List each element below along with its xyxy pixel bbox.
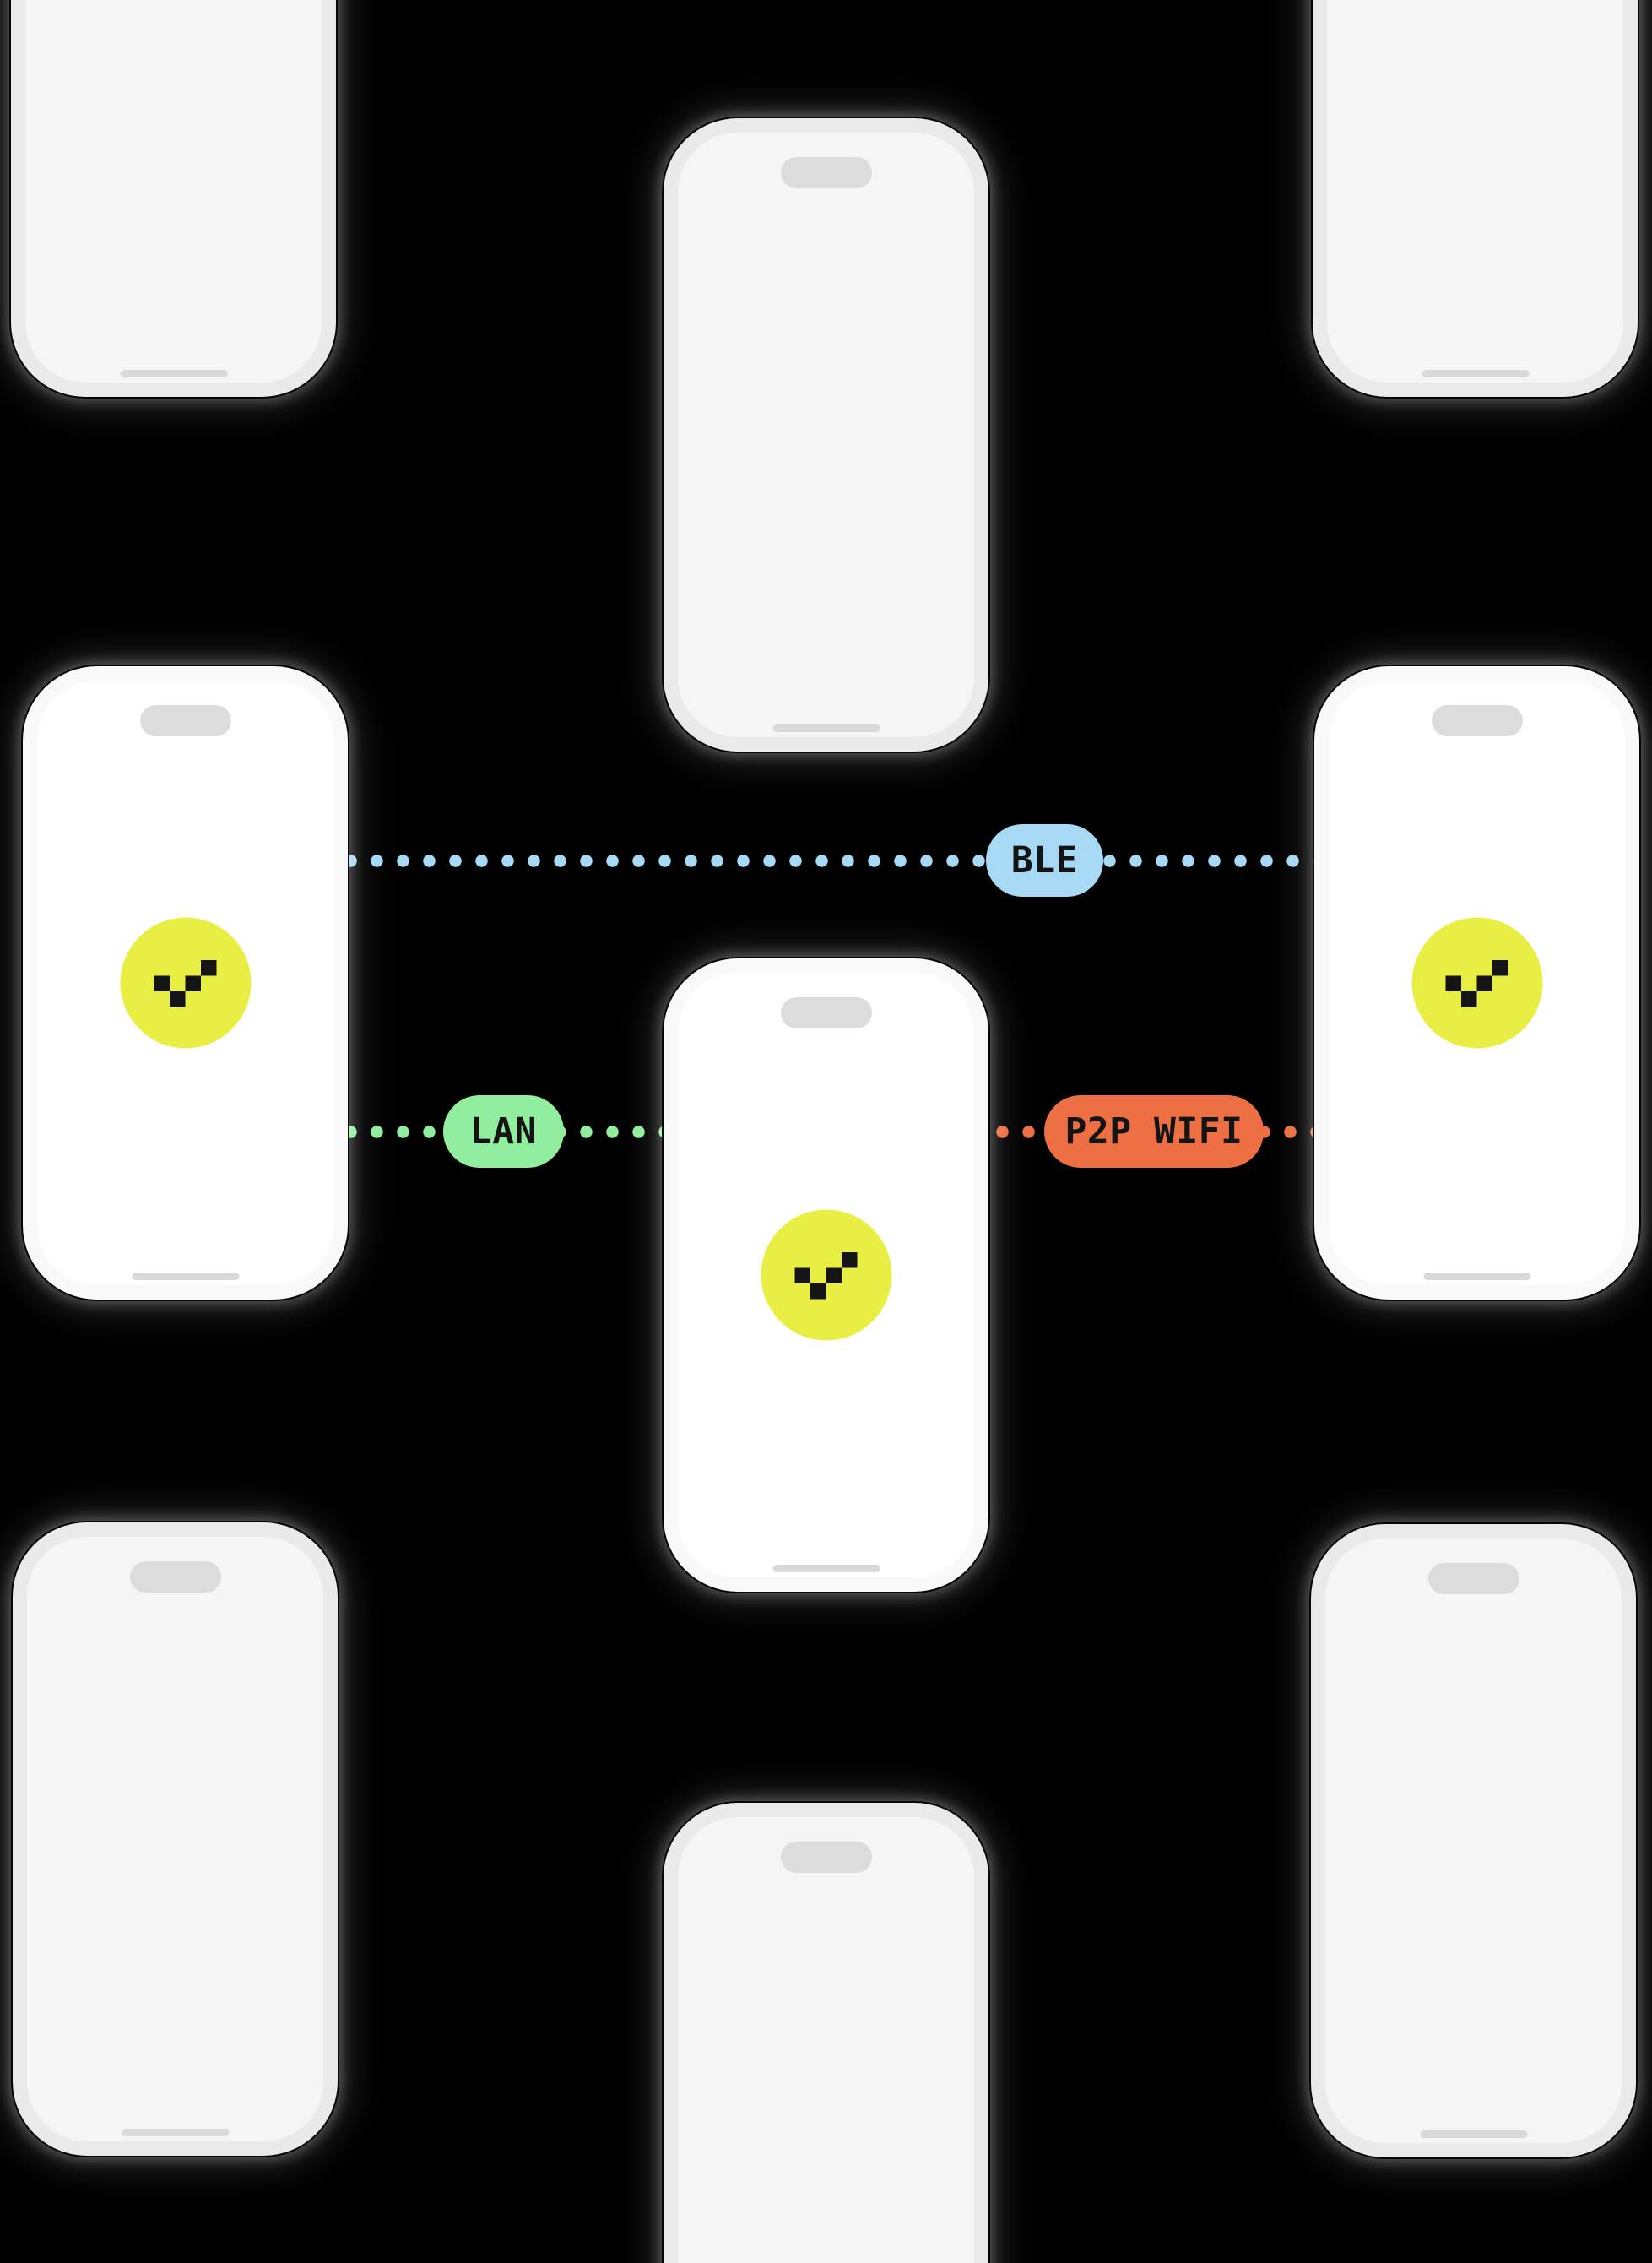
home-indicator xyxy=(772,724,880,732)
pixel-checkmark-icon xyxy=(154,959,217,1007)
phone-screen xyxy=(27,1537,323,2141)
brand-logo-circle xyxy=(120,917,251,1049)
p2p-wifi-badge: P2P WIFI xyxy=(1044,1095,1264,1168)
phone-top-center xyxy=(664,118,988,752)
phone-mid-right xyxy=(1314,666,1639,1300)
ble-badge: BLE xyxy=(986,824,1103,897)
phone-top-right xyxy=(1313,0,1638,397)
dynamic-island xyxy=(139,705,231,736)
home-indicator xyxy=(1422,370,1529,377)
phone-bottom-left xyxy=(13,1522,338,2156)
ble-dotted-line xyxy=(338,854,1315,867)
dynamic-island xyxy=(780,1842,872,1873)
home-indicator xyxy=(1420,2130,1527,2138)
phone-screen xyxy=(1329,681,1625,1285)
brand-logo-circle xyxy=(1411,917,1542,1049)
home-indicator xyxy=(132,1273,239,1280)
phone-screen xyxy=(678,133,974,737)
phone-bottom-center xyxy=(664,1803,988,2263)
connection-ble: BLE xyxy=(338,824,1315,897)
home-indicator xyxy=(120,370,227,377)
phone-screen xyxy=(1325,1539,1622,2143)
connection-lan: LAN xyxy=(338,1095,664,1168)
phone-mid-center xyxy=(664,958,988,1592)
brand-logo-circle xyxy=(761,1209,891,1341)
phone-screen xyxy=(37,681,333,1285)
p2p-wifi-badge-label: P2P WIFI xyxy=(1064,1110,1243,1153)
dynamic-island xyxy=(1431,705,1523,736)
dynamic-island xyxy=(780,997,872,1028)
pixel-checkmark-icon xyxy=(794,1251,858,1299)
lan-badge: LAN xyxy=(443,1095,564,1168)
dynamic-island xyxy=(780,157,872,188)
phone-top-left xyxy=(11,0,336,397)
connection-p2p-wifi: P2P WIFI xyxy=(989,1095,1315,1168)
phone-screen xyxy=(1327,0,1623,383)
dynamic-island xyxy=(129,1561,221,1593)
dynamic-island xyxy=(1427,1563,1519,1594)
ble-badge-label: BLE xyxy=(1010,839,1079,882)
phone-bottom-right xyxy=(1311,1524,1636,2157)
home-indicator xyxy=(122,2129,229,2136)
pixel-checkmark-icon xyxy=(1445,959,1508,1007)
phone-screen xyxy=(678,1817,974,2263)
home-indicator xyxy=(772,1565,880,1572)
phone-mid-left xyxy=(23,666,348,1300)
home-indicator xyxy=(1423,1273,1530,1280)
lan-badge-label: LAN xyxy=(469,1110,538,1153)
phone-screen xyxy=(25,0,322,383)
phone-screen xyxy=(678,973,974,1577)
